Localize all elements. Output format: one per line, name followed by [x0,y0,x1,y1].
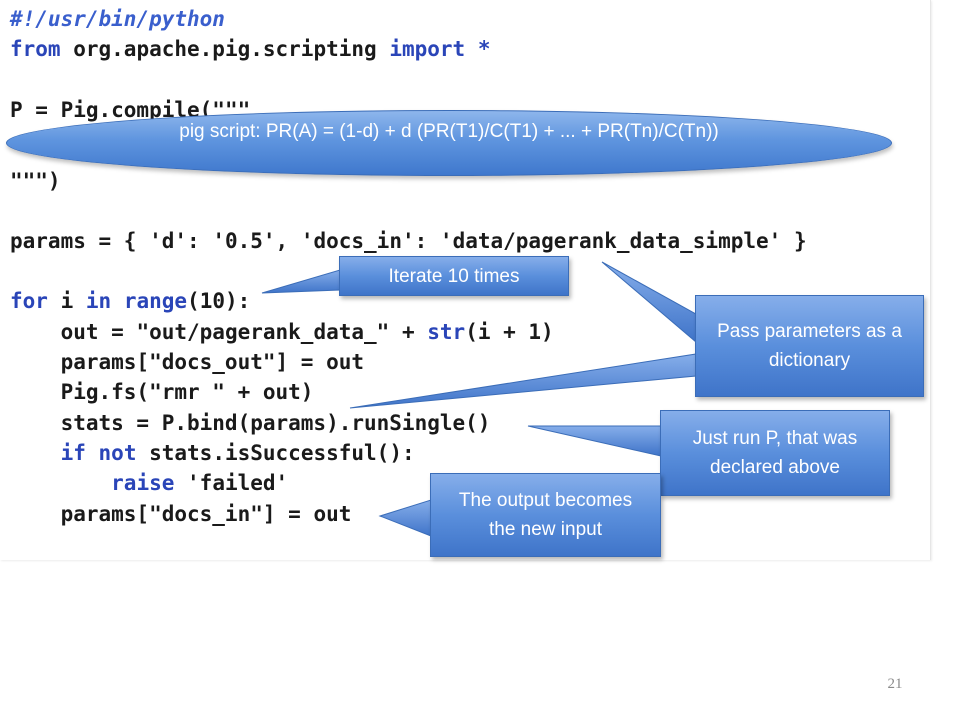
shebang: #!/usr/bin/python [10,7,225,31]
string-out-path: "out/pagerank_data_" [136,320,390,344]
colon: : [414,229,440,253]
indent [10,471,111,495]
pig-script-formula: pig script: PR(A) = (1-d) + d (PR(T1)/C(… [179,121,719,142]
space [111,289,124,313]
iterate-callout: Iterate 10 times [339,256,569,296]
keyword-for: for [10,289,48,313]
plus-out: + out) [224,380,314,404]
string-docs-in-key: "docs_in" [149,502,263,526]
keyword-raise: raise [111,471,175,495]
builtin-range: range [123,289,188,313]
colon: : [187,229,213,253]
keyword-if: if [60,441,86,465]
string-docs-out: "docs_out" [149,350,276,374]
success-check: stats.isSuccessful(): [136,441,415,465]
str-args: (i + 1) [465,320,554,344]
run-callout-line-2: declared above [710,457,840,478]
code-line-9: Pig.fs("rmr " + out) [10,379,314,405]
iterate-callout-text: Iterate 10 times [388,265,520,287]
module-name: org.apache.pig.scripting [73,37,377,61]
params-index: params[ [10,502,150,526]
code-line-5: params = { 'd': '0.5', 'docs_in': 'data/… [10,228,807,254]
assign-out: ] = out [275,350,365,374]
code-line-8: params["docs_out"] = out [10,349,364,375]
output-callout-line-2: the new input [488,519,603,540]
params-callout: Pass parameters as a dictionary [695,295,924,397]
string-failed: 'failed' [187,471,289,495]
assign-out: ] = out [262,502,352,526]
params-index: params[ [10,350,150,374]
comma: , [275,229,301,253]
run-callout-line-1: Just run P, that was [692,428,858,449]
indent [10,441,61,465]
pig-script-ellipse-callout: pig script: PR(A) = (1-d) + d (PR(T1)/C(… [6,110,892,176]
brace-close: } [781,229,807,253]
output-callout: The output becomes the new input [430,473,661,557]
stats-assign: stats = P.bind(params).runSingle() [10,411,491,435]
code-line-7: out = "out/pagerank_data_" + str(i + 1) [10,319,554,345]
code-line-12: raise 'failed' [10,470,288,496]
triple-quote-close: """) [10,169,61,193]
import-star: * [477,37,491,61]
output-callout-line-1: The output becomes [458,490,633,511]
keyword-from: from [10,37,61,61]
code-line-13: params["docs_in"] = out [10,501,352,527]
code-line-4: """) [10,168,61,194]
out-assign: out = [10,320,137,344]
range-args: (10): [187,289,251,313]
code-listing: #!/usr/bin/python from org.apache.pig.sc… [10,0,931,560]
code-line-2: from org.apache.pig.scripting import * [10,36,491,62]
keyword-in: in [85,289,112,313]
string-docs-in: 'docs_in' [300,229,415,253]
builtin-str: str [427,320,466,344]
string-d: 'd' [149,229,188,253]
params-assign: params = { [10,229,150,253]
string-rmr: "rmr " [149,380,225,404]
code-line-6: for i in range(10): [10,288,250,314]
code-line-10: stats = P.bind(params).runSingle() [10,410,491,436]
space [174,471,187,495]
fs-call: Pig.fs( [10,380,150,404]
params-callout-line-1: Pass parameters as a [717,321,902,342]
plus: + [389,320,428,344]
keyword-not: not [98,441,137,465]
code-line-11: if not stats.isSuccessful(): [10,440,415,466]
code-line-1: #!/usr/bin/python [10,6,225,32]
string-value-d: '0.5' [212,229,276,253]
page-number: 21 [887,676,903,692]
run-callout: Just run P, that was declared above [660,410,890,496]
string-data-path: 'data/pagerank_data_simple' [439,229,782,253]
params-callout-line-2: dictionary [768,350,851,371]
loop-var: i [47,289,86,313]
space [86,441,99,465]
keyword-import: import [389,37,466,61]
